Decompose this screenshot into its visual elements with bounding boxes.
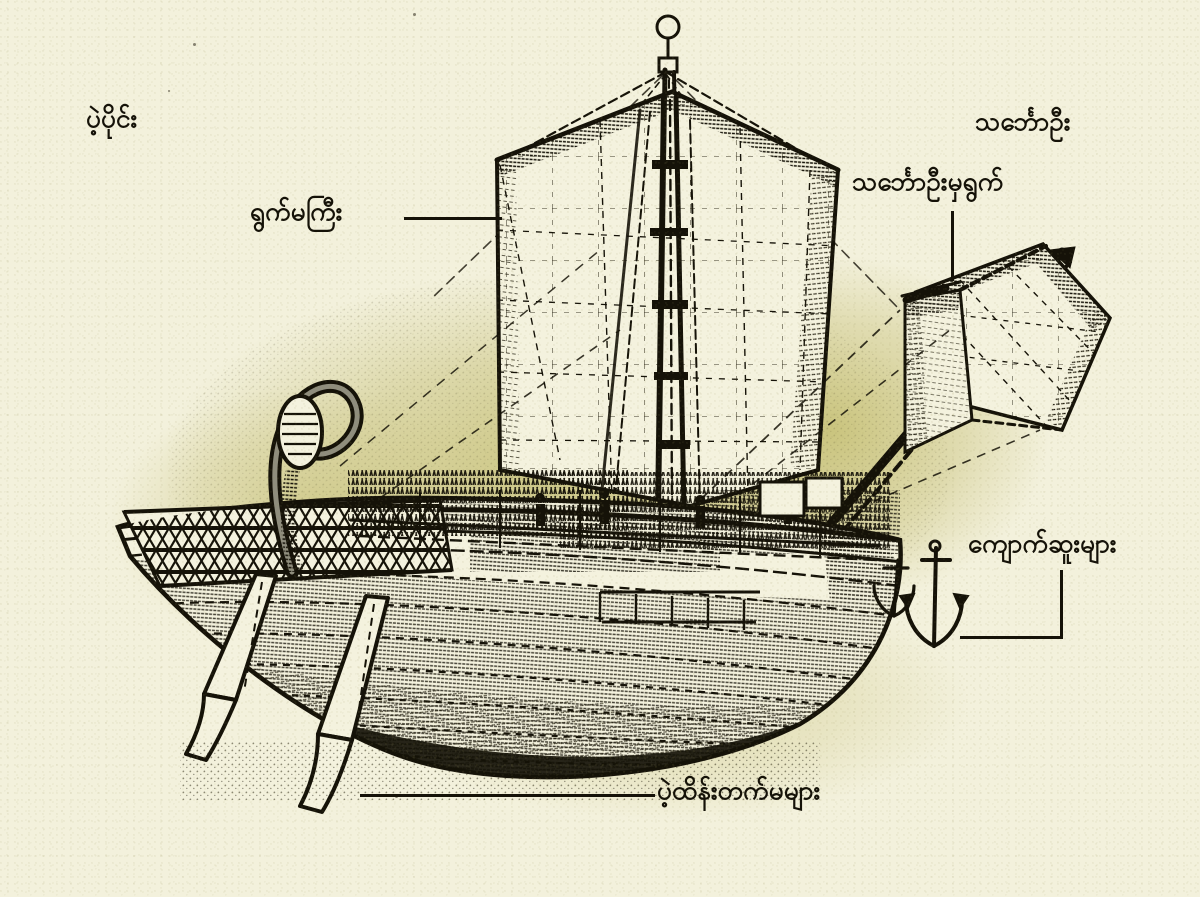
paper-speck: [413, 13, 416, 16]
leader-line-steering-oars: [360, 794, 655, 797]
label-bow-sail: သင်္ဘောဦးမှရွက်: [852, 167, 1004, 197]
leader-line-mainsail: [404, 217, 502, 220]
label-bow: သင်္ဘောဦး: [975, 107, 1071, 137]
label-mainsail: ရွက်မကြီး: [250, 197, 343, 227]
paper-speck: [193, 43, 196, 46]
leader-line-anchors-vertical: [1060, 570, 1063, 639]
label-steering-oars: ပဲ့ထိန်းတက်မများ: [657, 776, 821, 806]
leader-line-bow-sail: [951, 211, 954, 281]
label-stern-section: ပဲ့ပိုင်း: [86, 104, 138, 134]
paper-speck: [168, 90, 170, 92]
label-anchors: ကျောက်ဆူးများ: [968, 529, 1117, 559]
leader-line-anchors-horizontal: [960, 636, 1063, 639]
